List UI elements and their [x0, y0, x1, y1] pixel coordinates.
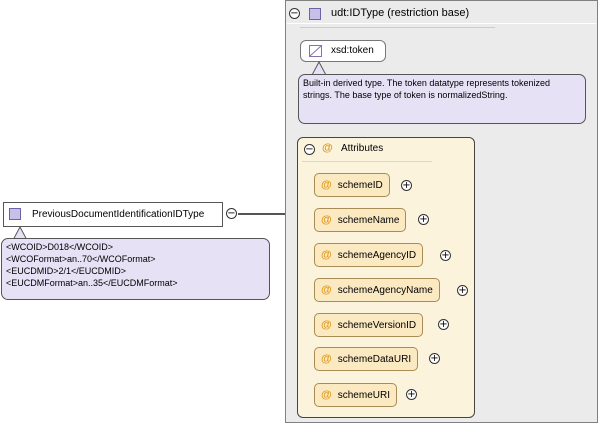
attribute-scheme-name[interactable]: @ schemeName [314, 208, 407, 232]
attribute-label: schemeVersionID [337, 320, 417, 331]
connector-line [238, 213, 285, 215]
base-type-pill[interactable]: xsd:token [300, 40, 386, 62]
attribute-label: schemeName [337, 215, 400, 226]
attribute-label: schemeAgencyName [337, 285, 433, 296]
root-doc-pointer [13, 226, 27, 240]
attribute-scheme-version-id[interactable]: @ schemeVersionID [314, 313, 424, 337]
expand-scheme-uri-button[interactable]: + [406, 389, 417, 400]
collapse-attributes-button[interactable]: − [304, 144, 315, 155]
attributes-at-icon: @ [322, 142, 333, 154]
header-divider [300, 27, 495, 28]
root-element-box[interactable]: PreviousDocumentIdentificationIDType [3, 202, 223, 227]
collapse-type-button[interactable]: − [289, 8, 300, 19]
at-icon: @ [321, 389, 332, 401]
expand-scheme-agency-id-button[interactable]: + [440, 250, 451, 261]
complex-type-icon [309, 8, 321, 20]
attributes-title: Attributes [341, 143, 384, 154]
expand-scheme-data-uri-button[interactable]: + [429, 353, 440, 364]
base-type-label: xsd:token [331, 45, 374, 56]
attribute-label: schemeDataURI [337, 354, 412, 365]
at-icon: @ [321, 179, 332, 191]
root-doc-line: <EUCDMFormat>an..35</EUCDMFormat> [6, 278, 178, 288]
attribute-label: schemeURI [337, 390, 390, 401]
attribute-scheme-agency-name[interactable]: @ schemeAgencyName [314, 278, 440, 302]
type-header: − udt:IDType (restriction base) [287, 2, 596, 24]
attribute-scheme-agency-id[interactable]: @ schemeAgencyID [314, 243, 424, 267]
attribute-scheme-data-uri[interactable]: @ schemeDataURI [314, 347, 419, 371]
at-icon: @ [321, 284, 332, 296]
at-icon: @ [321, 249, 332, 261]
root-doc-line: <WCOFormat>an..70</WCOFormat> [6, 254, 156, 264]
attributes-divider [302, 161, 432, 162]
doc-pointer [312, 61, 326, 75]
collapse-root-button[interactable]: − [226, 208, 237, 219]
at-icon: @ [321, 319, 332, 331]
at-icon: @ [321, 214, 332, 226]
root-element-label: PreviousDocumentIdentificationIDType [32, 209, 205, 220]
attribute-scheme-uri[interactable]: @ schemeURI [314, 383, 397, 407]
root-doc-line: <WCOID>D018</WCOID> [6, 242, 114, 252]
expand-scheme-version-id-button[interactable]: + [438, 319, 449, 330]
type-title: udt:IDType (restriction base) [331, 7, 470, 19]
base-type-documentation: Built-in derived type. The token datatyp… [298, 74, 586, 124]
attribute-scheme-id[interactable]: @ schemeID [314, 173, 390, 197]
element-icon [9, 208, 21, 220]
expand-scheme-agency-name-button[interactable]: + [457, 285, 468, 296]
expand-scheme-id-button[interactable]: + [401, 180, 412, 191]
root-doc-line: <EUCDMID>2/1</EUCDMID> [6, 266, 127, 276]
attribute-label: schemeID [337, 180, 383, 191]
attribute-label: schemeAgencyID [337, 250, 417, 261]
base-type-doc-text: Built-in derived type. The token datatyp… [303, 78, 550, 100]
at-icon: @ [321, 353, 332, 365]
simple-type-icon [309, 45, 322, 57]
expand-scheme-name-button[interactable]: + [418, 214, 429, 225]
root-documentation: <WCOID>D018</WCOID> <WCOFormat>an..70</W… [1, 238, 270, 300]
